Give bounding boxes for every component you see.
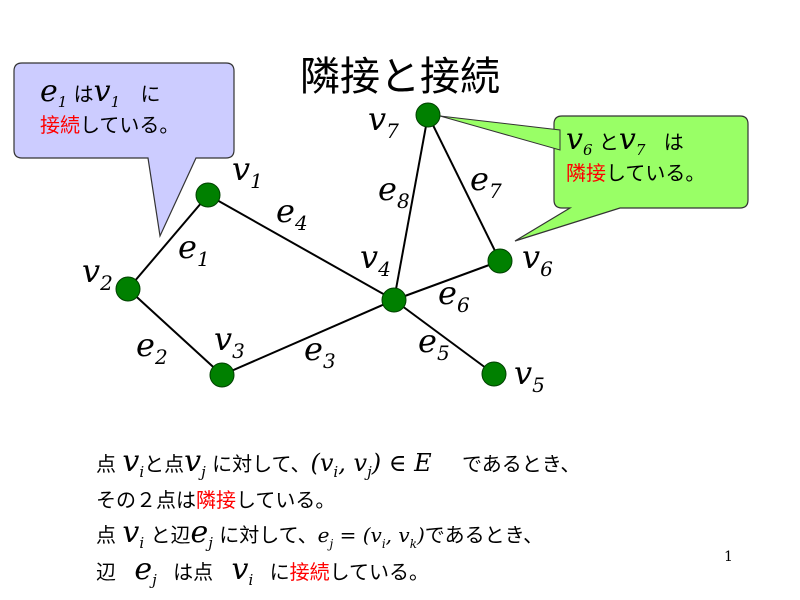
callout-right-adjacent: 隣接	[566, 161, 606, 185]
def3-ni-taishite: に対して、	[219, 523, 318, 547]
edge-label-e6: e6	[438, 274, 470, 317]
def1-ni-taishite: に対して、	[212, 452, 311, 476]
edge-e7	[427, 114, 501, 262]
callout-right-shape	[514, 115, 749, 242]
def2-adjacent: 隣接	[196, 488, 236, 512]
definition-line-2: その２点は隣接している。	[96, 484, 335, 513]
vertex-v4	[381, 287, 407, 313]
callout-left-v-sub: 1	[110, 93, 121, 111]
callout-right-ha: は	[663, 130, 684, 154]
edge-label-e4: e4	[276, 192, 308, 235]
edge-e5	[393, 299, 495, 375]
callout-right-v7-sub: 7	[635, 141, 646, 159]
def3-eq-i: i	[381, 537, 386, 551]
callout-right-v7: v	[618, 122, 636, 157]
slide-title: 隣接と接続	[300, 54, 500, 100]
definition-line-4: 辺 ej は点 vi に接続している。	[96, 552, 429, 589]
callout-right-rest: している。	[606, 161, 706, 185]
def2-post: している。	[236, 488, 336, 512]
definition-line-1: 点 viと点vj に対して、(vi, vj) ∈ E であるとき、	[96, 444, 580, 481]
edge-e3	[221, 299, 395, 376]
vertex-label-v3: v3	[214, 320, 245, 363]
def4-connect: 接続	[289, 560, 330, 584]
def4-ha-ten: は点	[173, 560, 214, 584]
callout-left-ni: に	[140, 82, 161, 106]
def1-pair: (v	[310, 449, 334, 477]
edge-e1	[127, 194, 209, 290]
vertex-v3	[209, 362, 235, 388]
def1-pair-close: ) ∈ E	[371, 449, 432, 477]
def3-vi: v	[122, 515, 140, 550]
callout-left-connect: 接続	[40, 113, 80, 137]
def4-ej-sub: j	[152, 571, 157, 589]
callout-left-ha: は	[73, 82, 94, 106]
def1-pair-comma: , v	[338, 449, 368, 477]
def4-hen: 辺	[96, 560, 116, 584]
def1-pair-i: i	[333, 463, 339, 481]
callout-left-e: e	[40, 74, 58, 109]
def1-pair-j: j	[367, 463, 372, 481]
callout-left-v: v	[93, 74, 111, 109]
vertex-label-v7: v7	[368, 100, 399, 143]
vertex-v1	[195, 182, 221, 208]
def3-eq-sub: j	[329, 537, 334, 551]
page-number: 1	[724, 549, 733, 565]
edge-e4	[207, 194, 395, 301]
def4-vi: v	[231, 552, 249, 587]
callout-left-text: e1 はv1 に 接続している。	[40, 74, 230, 138]
vertex-label-v4: v4	[360, 238, 391, 281]
def3-to-hen: と辺	[150, 523, 191, 547]
edge-label-e1: e1	[178, 228, 210, 271]
def3-eq-k: k	[409, 537, 417, 551]
def3-ej: e	[190, 515, 209, 550]
edge-e8	[393, 114, 429, 301]
callout-right-v6-sub: 6	[582, 141, 593, 159]
def3-dearu: であるとき、	[424, 523, 544, 547]
def3-eq-e: e	[317, 523, 330, 547]
vertex-v6	[487, 248, 513, 274]
def1-vj-sub: j	[201, 463, 206, 481]
definition-line-3: 点 vi と辺ej に対して、ej = (vi, vk)であるとき、	[96, 515, 543, 552]
vertex-label-v6: v6	[522, 238, 553, 281]
def3-eq-mid: = (v	[333, 523, 382, 547]
edge-label-e7: e7	[470, 160, 502, 203]
edge-label-e5: e5	[418, 322, 450, 365]
edge-label-e3: e3	[304, 330, 336, 373]
def4-post: している。	[329, 560, 430, 584]
def1-vi: v	[122, 444, 140, 479]
def1-vj: v	[184, 444, 202, 479]
def4-ni: に	[269, 560, 290, 584]
edge-label-e8: e8	[378, 170, 410, 213]
callout-right-pointer	[439, 115, 561, 151]
def1-dearu: であるとき、	[461, 452, 581, 476]
callout-left-shape	[13, 62, 235, 239]
def1-ten: 点	[96, 452, 116, 476]
vertex-label-v2: v2	[82, 252, 113, 295]
callout-left-rest: している。	[80, 113, 180, 137]
vertex-v7	[415, 102, 441, 128]
callout-right-text: v6 とv7 は 隣接している。	[566, 122, 746, 186]
def3-eq-close: )	[416, 523, 425, 547]
def3-eq-comma: , v	[385, 523, 410, 547]
def3-ej-sub: j	[208, 534, 213, 552]
vertex-v5	[481, 361, 507, 387]
vertex-v2	[115, 276, 141, 302]
edge-label-e2: e2	[136, 326, 168, 369]
edge-e6	[393, 260, 501, 301]
def1-vi-sub: i	[139, 463, 145, 481]
def4-ej: e	[134, 552, 153, 587]
edge-e2	[127, 288, 223, 376]
vertex-label-v5: v5	[514, 354, 545, 397]
callout-right-to: と	[598, 130, 619, 154]
def3-vi-sub: i	[139, 534, 145, 552]
vertex-label-v1: v1	[232, 150, 263, 193]
def3-ten: 点	[96, 523, 116, 547]
def4-vi-sub: i	[248, 571, 254, 589]
def1-to-ten: と点	[144, 452, 185, 476]
callout-right-v6: v	[566, 122, 583, 157]
def2-pre: その２点は	[96, 488, 196, 512]
callout-left-e-sub: 1	[57, 93, 68, 111]
